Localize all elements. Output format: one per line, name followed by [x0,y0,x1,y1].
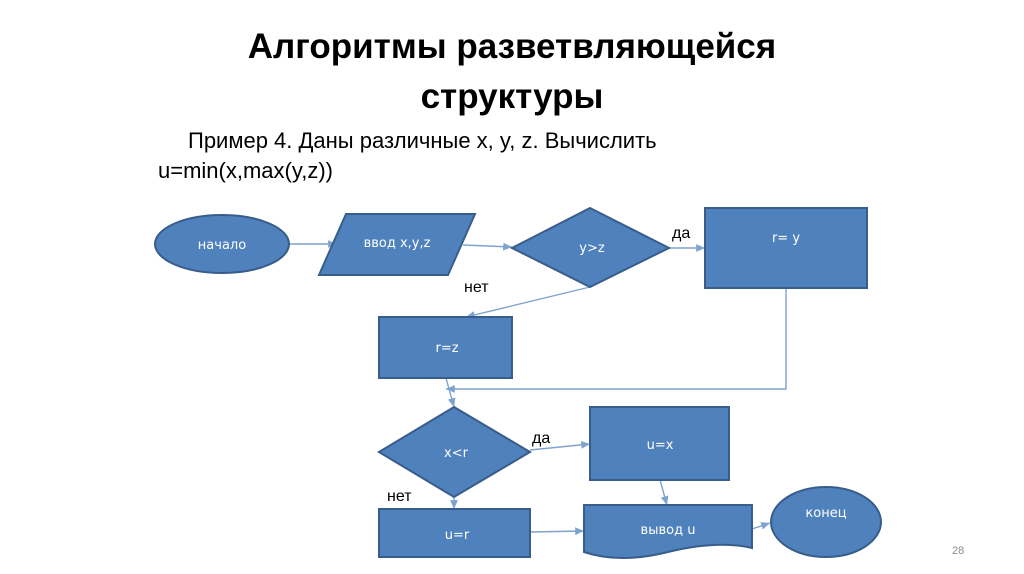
connector-u-r-to-output [529,527,585,536]
connector-r-z-to-cond2 [445,377,456,408]
example-statement: Пример 4. Даны различные x, y, z. Вычисл… [158,126,798,186]
condition2-yes-label: да [532,430,550,447]
connector-u-x-to-output [659,479,669,506]
condition2-diamond [377,405,532,499]
condition1-yes-label: да [672,225,690,242]
example-line-1: Пример 4. Даны различные x, y, z. Вычисл… [188,128,657,153]
assign-r-z-label: r=z [435,341,458,356]
output-document [583,504,753,559]
assign-r-z-box [378,316,513,379]
input-parallelogram [317,213,477,276]
input-label: ввод x,y,z [364,236,431,251]
start-label: начало [198,238,246,253]
title-line-1: Алгоритмы разветвляющейся [247,27,777,66]
assign-u-x-box [589,406,730,481]
condition2-no-label: нет [387,488,412,505]
condition2-label: x<r [444,446,469,461]
connector-output-to-end [751,522,771,530]
connector-r-y-merge [446,288,787,393]
assign-u-x-label: u=x [647,438,674,453]
assign-u-r-label: u=r [445,528,470,543]
connector-cond1-no [465,286,591,319]
condition1-diamond [509,206,672,289]
example-line-2: u=min(x,max(y,z)) [158,158,333,183]
slide-number: 28 [952,545,965,557]
end-label: конец [805,506,846,521]
connector-input-to-cond1 [462,242,513,251]
title-line-2: структуры [420,77,604,116]
output-label: вывод u [641,523,696,538]
end-terminator [770,486,882,558]
assign-r-y-box [704,207,868,289]
condition1-label: y>z [579,241,605,256]
slide-title: Алгоритмы разветвляющейся структуры [0,22,1024,122]
assign-r-y-label: r= y [772,231,800,246]
start-terminator [154,214,290,274]
connector-cond2-yes [529,440,591,451]
condition1-no-label: нет [464,279,489,296]
assign-u-r-box [378,508,531,558]
